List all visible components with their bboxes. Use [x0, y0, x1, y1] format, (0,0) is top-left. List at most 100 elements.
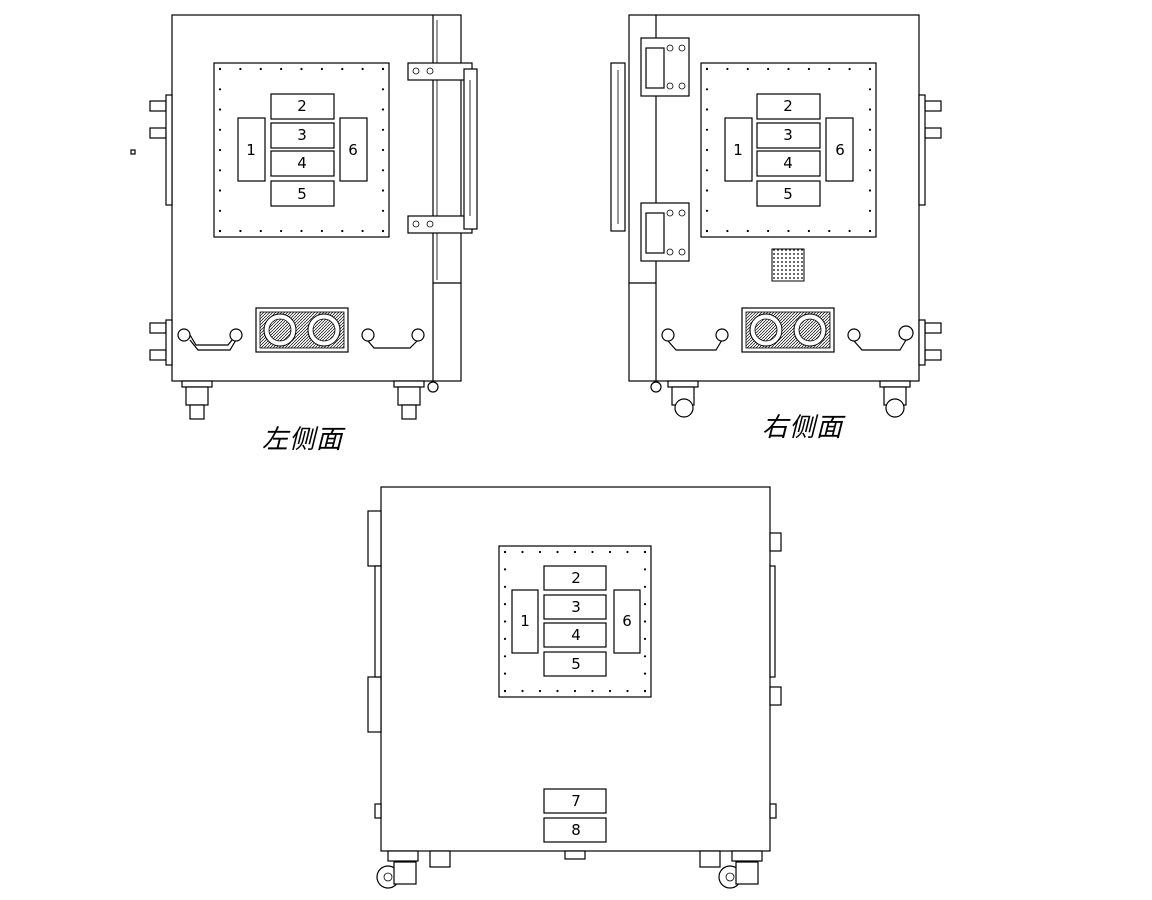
fastener-dot — [787, 67, 790, 71]
fastener-dot — [503, 568, 507, 571]
fastener-dot — [643, 585, 647, 588]
front-panel-1: 1 — [511, 589, 539, 654]
fastener-dot — [705, 67, 709, 71]
fastener-dot — [381, 229, 385, 233]
fastener-dot — [643, 689, 647, 693]
fastener-dot — [868, 148, 872, 152]
fastener-dot — [239, 229, 242, 233]
left-door-handle — [407, 62, 478, 234]
left-panel-4: 4 — [270, 150, 335, 177]
right-door-hinges — [610, 37, 690, 262]
fastener-dot — [239, 67, 242, 71]
panel-label: 7 — [571, 792, 581, 810]
fastener-dot — [868, 108, 872, 111]
fastener-dot — [218, 189, 222, 192]
fastener-dot — [868, 189, 872, 192]
fastener-dot — [807, 67, 811, 71]
fastener-dot — [218, 169, 222, 172]
fastener-dot — [705, 148, 709, 152]
fastener-dot — [381, 88, 385, 91]
fastener-dot — [381, 189, 385, 192]
fastener-dot — [705, 189, 709, 192]
fastener-dot — [218, 67, 222, 71]
fastener-dot — [503, 689, 507, 693]
fastener-dot — [280, 229, 283, 233]
fastener-dot — [705, 108, 709, 111]
right-side-view: 1 2 3 4 5 6 — [610, 14, 942, 443]
fastener-dot — [503, 637, 507, 641]
fastener-dot — [746, 67, 749, 71]
fastener-dot — [705, 229, 709, 233]
fastener-dot — [573, 550, 577, 554]
panel-label: 4 — [571, 626, 581, 644]
fastener-dot — [767, 229, 770, 233]
left-panel-6: 6 — [339, 117, 368, 182]
right-mounting-plate — [700, 62, 877, 238]
left-panel-3: 3 — [270, 122, 335, 149]
fastener-dot — [381, 67, 385, 71]
fastener-dot — [787, 229, 790, 233]
fastener-dot — [643, 655, 647, 658]
front-panel-7: 7 — [543, 788, 607, 814]
left-casters — [181, 380, 439, 420]
fastener-dot — [521, 550, 524, 554]
fastener-dot — [320, 67, 323, 71]
fastener-dot — [807, 229, 811, 233]
fastener-dot — [503, 655, 507, 658]
fastener-dot — [643, 603, 647, 606]
fastener-dot — [767, 67, 770, 71]
fastener-dot — [868, 229, 872, 233]
right-panel-2: 2 — [756, 93, 821, 120]
left-panel-1: 1 — [237, 117, 266, 182]
fastener-dot — [218, 128, 222, 131]
fastener-dot — [503, 585, 507, 588]
panel-label: 6 — [348, 141, 358, 159]
left-panel-2: 2 — [270, 93, 335, 120]
front-panel-4: 4 — [543, 622, 607, 648]
fastener-dot — [503, 550, 507, 554]
front-edge-fittings — [367, 510, 782, 819]
left-mounting-plate — [213, 62, 390, 238]
front-panel-2: 2 — [543, 565, 607, 591]
front-panel-6: 6 — [613, 589, 641, 654]
fastener-dot — [381, 148, 385, 152]
left-side-view: 1 2 3 4 5 6 — [130, 14, 478, 455]
fastener-dot — [556, 689, 559, 693]
fastener-dot — [643, 550, 647, 554]
fastener-dot — [218, 88, 222, 91]
fastener-dot — [828, 67, 831, 71]
fastener-dot — [746, 229, 749, 233]
fastener-dot — [643, 672, 647, 675]
right-panel-4: 4 — [756, 150, 821, 177]
right-panel-1: 1 — [724, 117, 753, 182]
panel-label: 2 — [783, 97, 793, 115]
panel-label: 6 — [835, 141, 845, 159]
panel-label: 1 — [520, 612, 530, 630]
fastener-dot — [643, 620, 647, 623]
fastener-dot — [361, 229, 364, 233]
fastener-dot — [868, 128, 872, 131]
front-panel-3: 3 — [543, 594, 607, 620]
fastener-dot — [726, 229, 729, 233]
left-lift-handles — [177, 328, 425, 351]
panel-label: 5 — [571, 655, 581, 673]
right-panel-3: 3 — [756, 122, 821, 149]
fastener-dot — [848, 67, 851, 71]
fastener-dot — [591, 689, 594, 693]
front-view: 1 2 3 4 5 6 7 8 — [367, 486, 782, 889]
fastener-dot — [381, 128, 385, 131]
left-panel-5: 5 — [270, 180, 335, 207]
front-panel-8: 8 — [543, 817, 607, 843]
fastener-dot — [848, 229, 851, 233]
panel-label: 3 — [783, 126, 793, 144]
right-mesh-vent — [771, 248, 805, 282]
fastener-dot — [300, 67, 303, 71]
right-panel-6: 6 — [825, 117, 854, 182]
panel-label: 5 — [783, 185, 793, 203]
fastener-dot — [643, 637, 647, 641]
fastener-dot — [218, 108, 222, 111]
left-edge-fittings — [130, 94, 173, 366]
fastener-dot — [705, 209, 709, 212]
fastener-dot — [868, 169, 872, 172]
fastener-dot — [341, 229, 344, 233]
